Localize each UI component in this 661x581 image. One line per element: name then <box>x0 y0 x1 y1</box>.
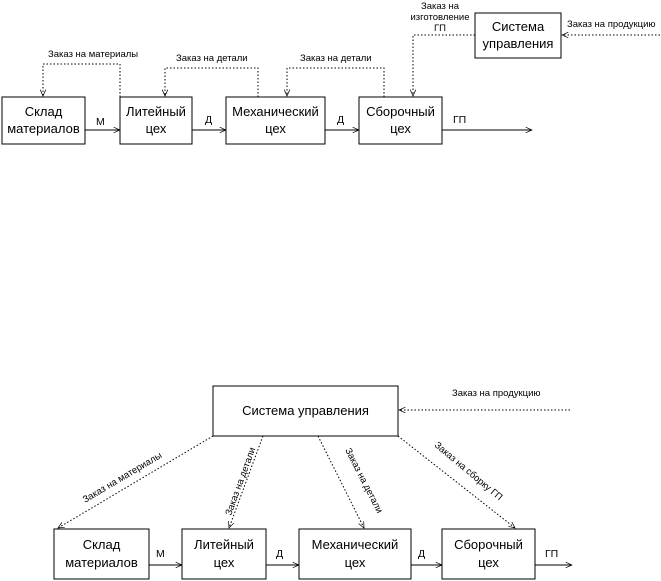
order-label-parts1-1: Заказ на детали <box>176 53 248 64</box>
warehouse-label-1-line2: материалов <box>7 121 80 136</box>
assembly-box-1: Сборочный цех <box>358 96 443 145</box>
flow-label-d1-2: Д <box>276 548 283 560</box>
warehouse-box-1: Склад материалов <box>1 96 86 145</box>
order-label-manufacture-1-line1: Заказ на <box>421 1 460 12</box>
assembly-label-1-line1: Сборочный <box>366 104 435 119</box>
order-label-materials-2: Заказ на материалы <box>81 450 164 506</box>
flow-label-m-2: М <box>156 548 165 560</box>
foundry-label-2-line2: цех <box>214 555 235 570</box>
order-arrow-materials-2 <box>58 435 214 528</box>
foundry-label-1-line1: Литейный <box>126 104 186 119</box>
control-label-2: Система управления <box>242 403 369 418</box>
warehouse-box-2: Склад материалов <box>53 528 150 580</box>
warehouse-label-1-line1: Склад <box>25 104 63 119</box>
assembly-label-2-line2: цех <box>478 555 499 570</box>
control-box-2: Система управления <box>212 385 399 437</box>
order-arrow-parts1-2 <box>229 435 264 528</box>
order-arrow-materials-1 <box>43 63 121 97</box>
assembly-box-2: Сборочный цех <box>441 528 536 580</box>
foundry-label-1-line2: цех <box>146 121 167 136</box>
flow-label-gp-1: ГП <box>453 114 466 126</box>
flow-label-m-1: М <box>96 116 105 128</box>
assembly-label-1-line2: цех <box>390 121 411 136</box>
order-arrow-assembly-2 <box>397 435 515 528</box>
mechanical-label-1-line1: Механический <box>232 104 319 119</box>
order-arrow-parts1-1 <box>165 67 259 97</box>
control-box-1: Система управления <box>474 12 562 59</box>
control-label-1-line1: Система <box>492 19 545 34</box>
warehouse-label-2-line1: Склад <box>83 537 121 552</box>
flow-label-d2-2: Д <box>418 548 425 560</box>
foundry-label-2-line1: Литейный <box>194 537 254 552</box>
order-arrow-manufacture-1 <box>413 34 475 96</box>
mechanical-label-1-line2: цех <box>265 121 286 136</box>
mechanical-label-2-line2: цех <box>345 555 366 570</box>
diagram-2: Система управления Склад материалов Лите… <box>53 385 572 580</box>
flow-label-gp-2: ГП <box>545 548 558 560</box>
order-arrow-parts2-1 <box>287 67 385 97</box>
order-label-manufacture-1-line3: ГП <box>434 23 446 34</box>
order-label-production-1: Заказ на продукцию <box>567 19 656 30</box>
order-label-materials-1: Заказ на материалы <box>48 49 138 60</box>
order-label-production-2: Заказ на продукцию <box>452 388 541 399</box>
foundry-box-1: Литейный цех <box>119 96 193 145</box>
order-label-manufacture-1-line2: изготовление <box>410 12 469 23</box>
warehouse-label-2-line2: материалов <box>65 555 138 570</box>
order-label-parts1-2: Заказ на детали <box>223 446 258 517</box>
diagram-1: Склад материалов Литейный цех Механическ… <box>1 1 660 145</box>
mechanical-box-2: Механический цех <box>298 528 412 580</box>
flow-label-d1-1: Д <box>205 114 212 126</box>
order-arrow-parts2-2 <box>317 435 365 528</box>
order-label-parts2-1: Заказ на детали <box>300 53 372 64</box>
order-label-parts2-2: Заказ на детали <box>342 446 384 515</box>
mechanical-label-2-line1: Механический <box>312 537 399 552</box>
flow-label-d2-1: Д <box>337 114 344 126</box>
control-label-1-line2: управления <box>483 36 554 51</box>
mechanical-box-1: Механический цех <box>225 96 326 145</box>
foundry-box-2: Литейный цех <box>181 528 267 580</box>
assembly-label-2-line1: Сборочный <box>454 537 523 552</box>
